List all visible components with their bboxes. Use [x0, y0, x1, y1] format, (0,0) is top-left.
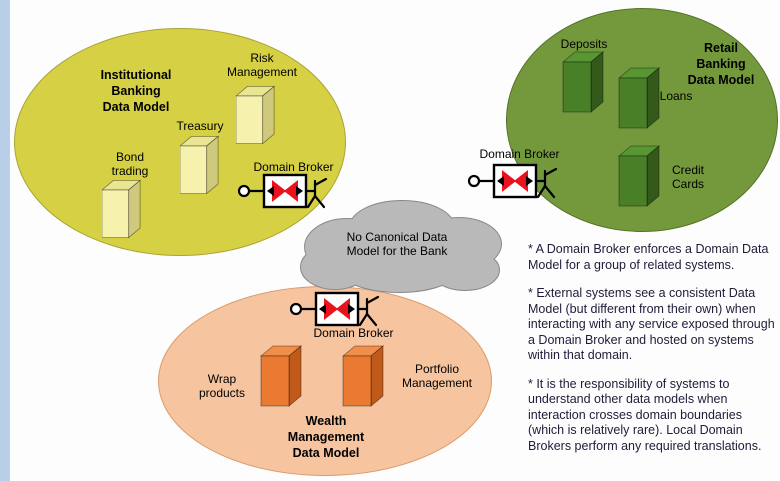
- note-external-systems: * External systems see a consistent Data…: [528, 286, 775, 362]
- treasury-system-box: [180, 135, 220, 195]
- retail-title: Retail Banking Data Model: [687, 41, 755, 87]
- institutional-domain-broker-icon: [237, 173, 328, 209]
- loans-system-box: [618, 67, 661, 129]
- deposits-label: Deposits: [560, 37, 608, 51]
- retail-broker-label: Domain Broker: [479, 147, 560, 161]
- wealth-title: Wealth Management Data Model: [287, 414, 365, 460]
- no-canonical-model-cloud: [300, 200, 502, 293]
- institutional-broker-label: Domain Broker: [253, 160, 334, 174]
- deposits-system-box: [562, 51, 605, 113]
- portfolio-management-label: Portfolio Management: [401, 362, 473, 391]
- portfolio-management-system-box: [342, 345, 385, 407]
- institutional-title: Institutional Banking Data Model: [100, 68, 172, 114]
- bond-trading-label: Bond trading: [111, 150, 149, 179]
- treasury-label: Treasury: [176, 119, 224, 133]
- wrap-products-system-box: [260, 345, 303, 407]
- bond-trading-system-box: [102, 179, 142, 239]
- cloud-fill: [301, 201, 501, 292]
- note-domain-broker: * A Domain Broker enforces a Domain Data…: [528, 242, 769, 272]
- credit-cards-label: Credit Cards: [671, 163, 704, 192]
- note-responsibility: * It is the responsibility of systems to…: [528, 376, 762, 453]
- loans-label: Loans: [659, 89, 693, 103]
- credit-cards-system-box: [618, 145, 661, 207]
- wealth-domain-broker-icon: [289, 291, 380, 327]
- retail-domain-broker-icon: [467, 163, 558, 199]
- wealth-broker-label: Domain Broker: [313, 326, 394, 340]
- institutional-banking-domain: [14, 28, 346, 256]
- cloud-label: No Canonical Data Model for the Bank: [346, 230, 448, 259]
- notes-panel: * A Domain Broker enforces a Domain Data…: [528, 242, 778, 467]
- risk-management-system-box: [236, 85, 276, 145]
- left-edge-strip: [0, 0, 10, 481]
- wrap-products-label: Wrap products: [198, 372, 246, 401]
- risk-management-label: Risk Management: [226, 51, 298, 80]
